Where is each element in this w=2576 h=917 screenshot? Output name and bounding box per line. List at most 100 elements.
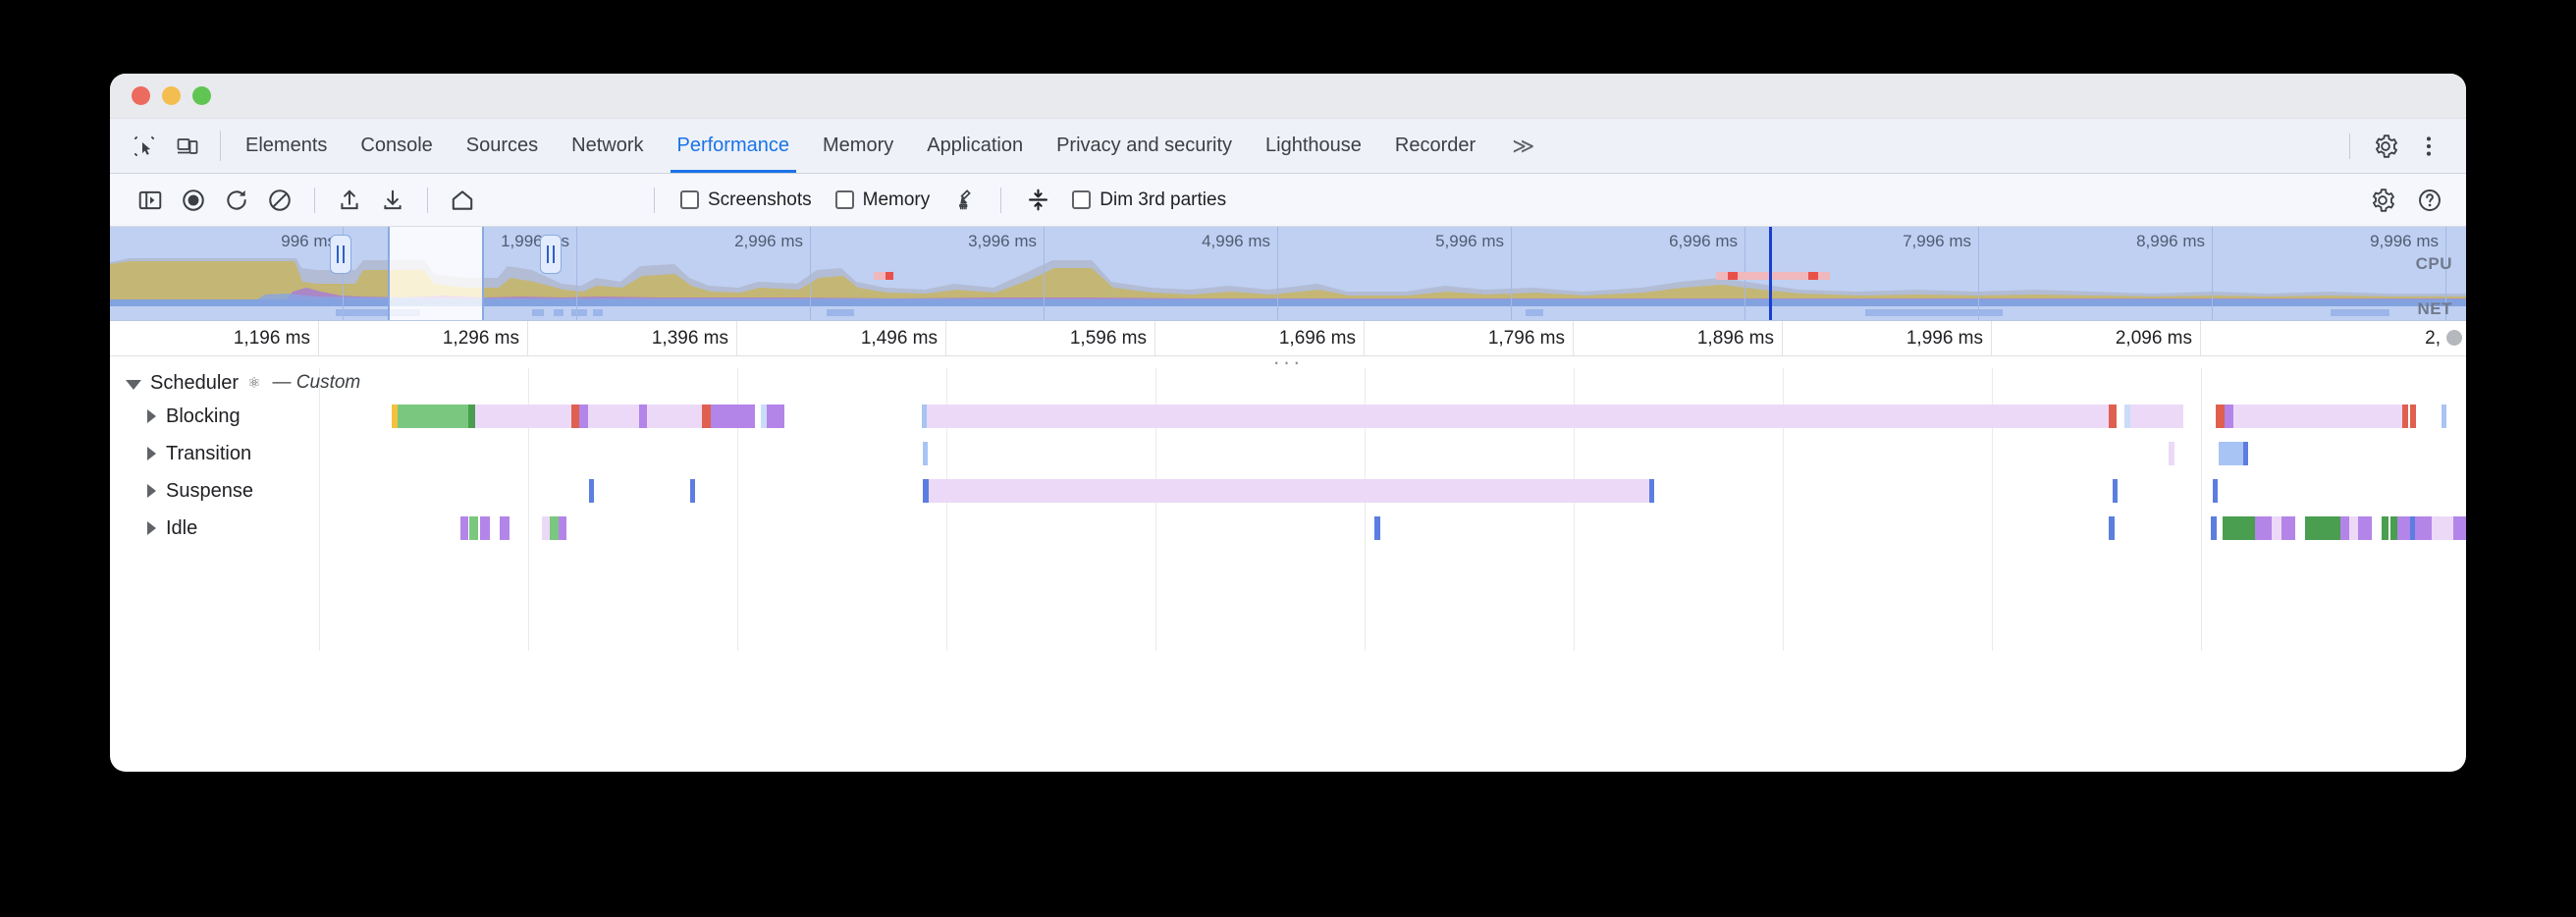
timeline-main-ruler[interactable]: 1,196 ms 1,296 ms 1,396 ms 1,496 ms 1,59… — [110, 321, 2466, 356]
screenshots-checkbox-box[interactable] — [680, 190, 699, 209]
chevron-right-icon[interactable] — [147, 484, 156, 498]
garbage-collect-brush-icon[interactable] — [943, 182, 985, 219]
tab-network[interactable]: Network — [555, 119, 660, 173]
flame-event[interactable] — [2233, 405, 2402, 428]
track-group-header[interactable]: Scheduler ⚛ — Custom — [126, 364, 360, 402]
flame-chart[interactable]: Scheduler ⚛ — Custom Blocking — [110, 356, 2466, 651]
sidebar-toggle-icon[interactable] — [130, 182, 171, 219]
flame-event[interactable] — [2243, 442, 2248, 465]
overview-left-drag-handle[interactable] — [330, 235, 351, 274]
pane-resizer-handle[interactable]: ··· — [110, 356, 2466, 368]
flame-event[interactable] — [2225, 405, 2233, 428]
flame-event[interactable] — [2281, 516, 2295, 540]
flame-event[interactable] — [2219, 442, 2243, 465]
track-row-idle[interactable]: Idle — [110, 510, 2466, 547]
flame-event[interactable] — [2255, 516, 2272, 540]
timeline-scroll-knob[interactable] — [2446, 330, 2462, 346]
flame-event[interactable] — [2358, 516, 2372, 540]
flame-event[interactable] — [1649, 479, 1654, 503]
chevron-right-icon[interactable] — [147, 447, 156, 460]
inspect-icon[interactable] — [126, 128, 163, 165]
chevron-right-icon[interactable] — [147, 521, 156, 535]
more-tabs-chevron-icon[interactable]: ≫ — [1492, 119, 1554, 173]
flame-event[interactable] — [1374, 516, 1380, 540]
tab-application[interactable]: Application — [910, 119, 1040, 173]
flame-event[interactable] — [468, 405, 475, 428]
overview-right-drag-handle[interactable] — [540, 235, 562, 274]
flame-event[interactable] — [702, 405, 711, 428]
memory-checkbox-box[interactable] — [835, 190, 854, 209]
device-toolbar-icon[interactable] — [169, 128, 206, 165]
reload-record-icon[interactable] — [216, 182, 257, 219]
flame-event[interactable] — [2410, 405, 2416, 428]
flame-event[interactable] — [589, 479, 594, 503]
flame-event[interactable] — [571, 405, 579, 428]
flame-event[interactable] — [929, 479, 1649, 503]
flame-event[interactable] — [500, 516, 510, 540]
flame-event[interactable] — [2272, 516, 2281, 540]
flame-event[interactable] — [2402, 405, 2408, 428]
chevron-down-icon[interactable] — [126, 380, 141, 390]
download-icon[interactable] — [372, 182, 413, 219]
flame-event[interactable] — [2442, 405, 2446, 428]
flame-event[interactable] — [639, 405, 647, 428]
track-label-transition[interactable]: Transition — [147, 435, 251, 472]
flame-event[interactable] — [2109, 405, 2117, 428]
record-icon[interactable] — [173, 182, 214, 219]
flame-event[interactable] — [398, 405, 468, 428]
track-row-transition[interactable]: Transition — [110, 435, 2466, 472]
close-window-button[interactable] — [132, 86, 150, 105]
flame-event[interactable] — [2415, 516, 2432, 540]
flame-event[interactable] — [2216, 405, 2225, 428]
overview-window-right-edge[interactable] — [482, 227, 484, 320]
flame-event[interactable] — [767, 405, 784, 428]
flame-event[interactable] — [711, 405, 720, 428]
memory-checkbox[interactable]: Memory — [826, 189, 940, 211]
tab-console[interactable]: Console — [344, 119, 449, 173]
minimize-window-button[interactable] — [162, 86, 181, 105]
flame-event[interactable] — [579, 405, 588, 428]
overview-ruler[interactable]: 996 ms 1,996 ms 2,996 ms 3,996 ms 4,996 … — [110, 227, 2466, 321]
help-icon[interactable] — [2409, 182, 2450, 219]
home-icon[interactable] — [442, 182, 483, 219]
flame-event[interactable] — [2113, 479, 2118, 503]
flame-event[interactable] — [2432, 516, 2453, 540]
tab-privacy-and-security[interactable]: Privacy and security — [1040, 119, 1249, 173]
flame-event[interactable] — [2109, 516, 2115, 540]
track-row-suspense[interactable]: Suspense — [110, 472, 2466, 510]
timeline-overview[interactable]: 996 ms 1,996 ms 2,996 ms 3,996 ms 4,996 … — [110, 227, 2466, 321]
flame-event[interactable] — [460, 516, 468, 540]
track-row-blocking[interactable]: Blocking — [110, 398, 2466, 435]
flame-event[interactable] — [2305, 516, 2340, 540]
flame-event[interactable] — [2223, 516, 2255, 540]
gear-icon[interactable] — [2366, 127, 2405, 166]
collapse-rows-icon[interactable] — [1017, 182, 1058, 219]
overview-window-left-edge[interactable] — [388, 227, 390, 320]
tab-performance[interactable]: Performance — [661, 119, 807, 173]
tab-sources[interactable]: Sources — [450, 119, 555, 173]
track-label-suspense[interactable]: Suspense — [147, 472, 253, 510]
flame-event[interactable] — [2211, 516, 2217, 540]
zoom-window-button[interactable] — [192, 86, 211, 105]
flame-event[interactable] — [542, 516, 550, 540]
dim-3rd-parties-checkbox-box[interactable] — [1072, 190, 1091, 209]
flame-event[interactable] — [550, 516, 559, 540]
flame-event[interactable] — [559, 516, 566, 540]
flame-event[interactable] — [2213, 479, 2218, 503]
flame-event[interactable] — [2340, 516, 2349, 540]
flame-event[interactable] — [720, 405, 755, 428]
flame-event[interactable] — [588, 405, 639, 428]
flame-event[interactable] — [927, 405, 2109, 428]
flame-event[interactable] — [480, 516, 490, 540]
track-label-idle[interactable]: Idle — [147, 510, 197, 547]
upload-icon[interactable] — [329, 182, 370, 219]
flame-event[interactable] — [2390, 516, 2397, 540]
tab-recorder[interactable]: Recorder — [1378, 119, 1492, 173]
flame-event[interactable] — [2453, 516, 2466, 540]
track-label-blocking[interactable]: Blocking — [147, 398, 241, 435]
flame-event[interactable] — [2397, 516, 2410, 540]
flame-event[interactable] — [2169, 442, 2174, 465]
flame-event[interactable] — [2349, 516, 2358, 540]
flame-event[interactable] — [2130, 405, 2183, 428]
tab-elements[interactable]: Elements — [229, 119, 344, 173]
